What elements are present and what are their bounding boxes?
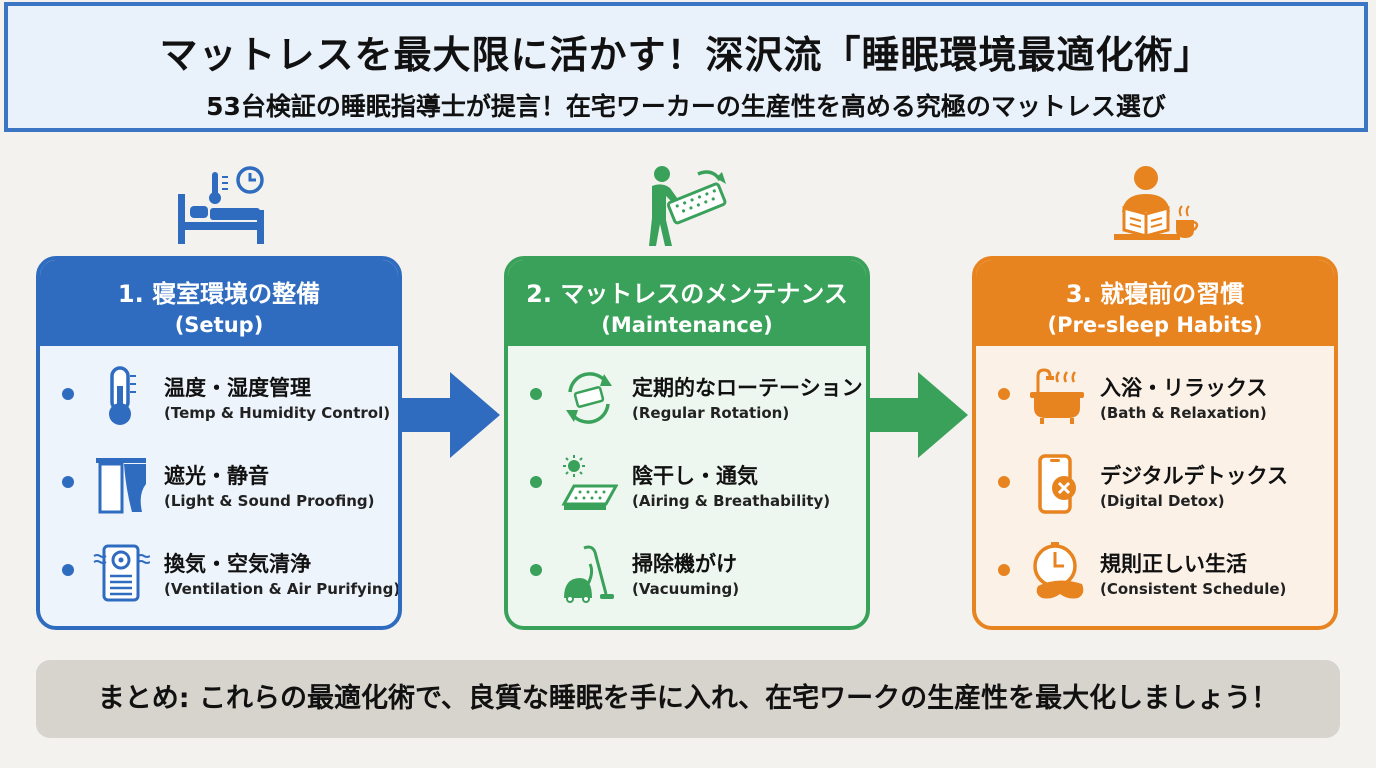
list-item: 陰干し・通気 (Airing & Breathability) bbox=[508, 444, 866, 524]
list-item: 換気・空気清浄 (Ventilation & Air Purifying) bbox=[40, 532, 398, 612]
item-sublabel: (Temp & Humidity Control) bbox=[164, 404, 391, 422]
vacuum-icon bbox=[564, 545, 614, 603]
step-card-maintenance: 2. マットレスのメンテナンス (Maintenance) 定期的なローテーショ… bbox=[504, 256, 870, 630]
bullet bbox=[998, 564, 1010, 576]
bullet bbox=[62, 388, 74, 400]
item-sublabel: (Bath & Relaxation) bbox=[1100, 404, 1267, 422]
bullet bbox=[530, 388, 542, 400]
flow-arrow-2-to-3 bbox=[866, 372, 968, 458]
item-label: 陰干し・通気 bbox=[632, 464, 758, 488]
flow-arrow-1-to-2 bbox=[398, 372, 500, 458]
step-title: 2. マットレスのメンテナンス bbox=[526, 280, 848, 308]
clock-sleep-mask-icon bbox=[1033, 542, 1084, 599]
header-banner: マットレスを最大限に活かす！深沢流「睡眠環境最適化術」 53台検証の睡眠指導士が… bbox=[4, 2, 1368, 132]
step-title: 3. 就寝前の習慣 bbox=[1065, 280, 1245, 308]
bullet bbox=[998, 476, 1010, 488]
list-item: デジタルデトックス (Digital Detox) bbox=[976, 444, 1334, 524]
bathtub-icon bbox=[1030, 368, 1084, 424]
list-item: 入浴・リラックス (Bath & Relaxation) bbox=[976, 356, 1334, 436]
item-label: 規則正しい生活 bbox=[1100, 552, 1247, 576]
step-card-pre-sleep-habits: 3. 就寝前の習慣 (Pre-sleep Habits) 入浴・リラックス (B… bbox=[972, 256, 1338, 630]
list-item: 規則正しい生活 (Consistent Schedule) bbox=[976, 532, 1334, 612]
item-label: 温度・湿度管理 bbox=[164, 376, 311, 400]
list-item: 遮光・静音 (Light & Sound Proofing) bbox=[40, 444, 398, 524]
air-purifier-icon bbox=[93, 544, 150, 602]
bullet bbox=[530, 564, 542, 576]
item-sublabel: (Consistent Schedule) bbox=[1100, 580, 1287, 598]
item-sublabel: (Airing & Breathability) bbox=[632, 492, 831, 510]
item-label: 掃除機がけ bbox=[632, 552, 737, 576]
item-label: 遮光・静音 bbox=[164, 464, 269, 488]
rotation-icon bbox=[566, 372, 612, 424]
phone-off-icon bbox=[1038, 454, 1076, 514]
step-subtitle: (Setup) bbox=[174, 313, 264, 337]
list-item: 温度・湿度管理 (Temp & Humidity Control) bbox=[40, 356, 398, 436]
item-sublabel: (Digital Detox) bbox=[1100, 492, 1225, 510]
item-label: 定期的なローテーション bbox=[632, 376, 863, 400]
bed-thermometer-clock-icon bbox=[178, 166, 264, 244]
list-item: 掃除機がけ (Vacuuming) bbox=[508, 532, 866, 612]
item-label: デジタルデトックス bbox=[1100, 464, 1288, 488]
page-subtitle: 53台検証の睡眠指導士が提言！在宅ワーカーの生産性を高める究極のマットレス選び bbox=[206, 92, 1166, 121]
page-title: マットレスを最大限に活かす！深沢流「睡眠環境最適化術」 bbox=[159, 33, 1213, 77]
bullet bbox=[530, 476, 542, 488]
item-sublabel: (Regular Rotation) bbox=[632, 404, 790, 422]
summary-banner: まとめ: これらの最適化術で、良質な睡眠を手に入れ、在宅ワークの生産性を最大化し… bbox=[36, 660, 1340, 738]
bullet bbox=[62, 476, 74, 488]
item-sublabel: (Ventilation & Air Purifying) bbox=[164, 580, 401, 598]
item-label: 換気・空気清浄 bbox=[164, 552, 311, 576]
step-card-setup: 1. 寝室環境の整備 (Setup) 温度・湿度管理 (Temp & Humid… bbox=[36, 256, 402, 630]
item-sublabel: (Vacuuming) bbox=[632, 580, 740, 598]
step-title: 1. 寝室環境の整備 bbox=[117, 280, 321, 308]
curtain-window-icon bbox=[96, 458, 146, 514]
step-header: 1. 寝室環境の整備 (Setup) bbox=[40, 260, 398, 346]
list-item: 定期的なローテーション (Regular Rotation) bbox=[508, 356, 866, 436]
item-sublabel: (Light & Sound Proofing) bbox=[164, 492, 375, 510]
person-flipping-mattress-icon bbox=[649, 166, 727, 246]
step-header: 2. マットレスのメンテナンス (Maintenance) bbox=[508, 260, 866, 346]
person-reading-tea-icon bbox=[1114, 166, 1199, 240]
thermometer-icon bbox=[109, 366, 136, 425]
step-subtitle: (Maintenance) bbox=[601, 313, 773, 337]
bullet bbox=[998, 388, 1010, 400]
bullet bbox=[62, 564, 74, 576]
step-header: 3. 就寝前の習慣 (Pre-sleep Habits) bbox=[976, 260, 1334, 346]
step-subtitle: (Pre-sleep Habits) bbox=[1047, 313, 1263, 337]
sun-mattress-icon bbox=[561, 455, 618, 510]
item-label: 入浴・リラックス bbox=[1100, 376, 1268, 400]
